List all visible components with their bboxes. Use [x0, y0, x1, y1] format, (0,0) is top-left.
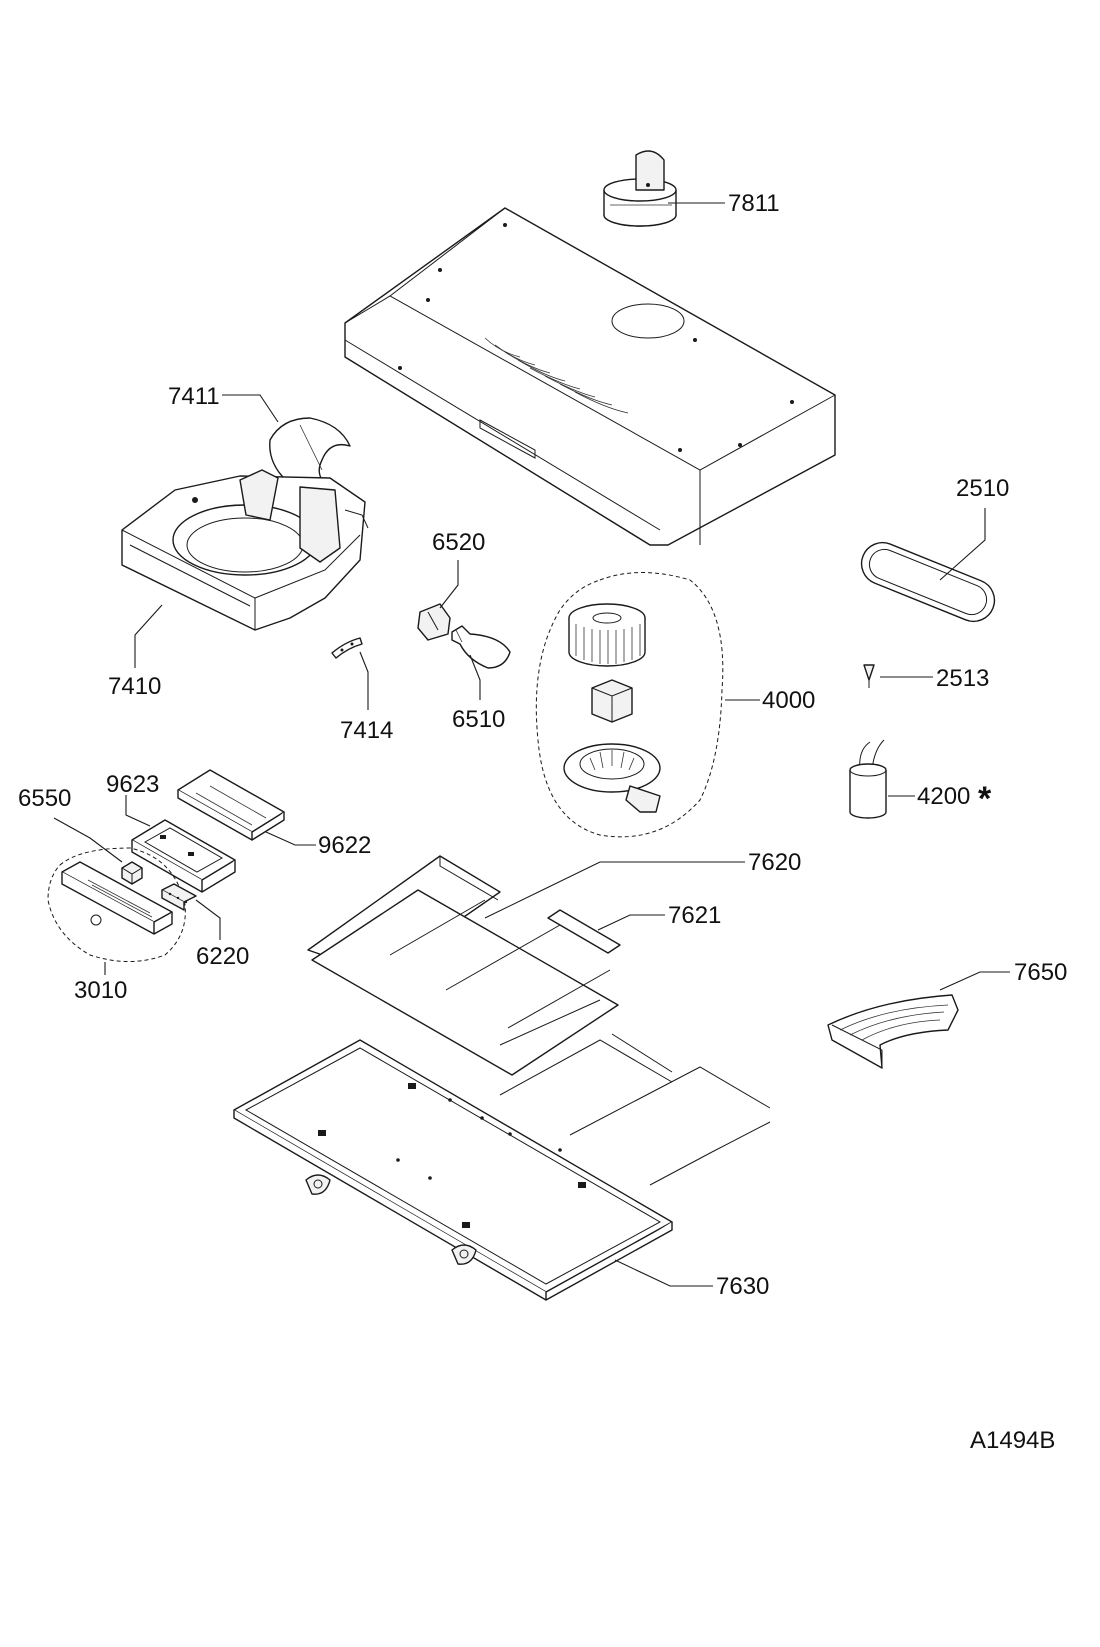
leader-7411 — [222, 394, 279, 423]
callout-6520: 6520 — [432, 529, 485, 556]
callout-9622: 9622 — [318, 832, 371, 859]
leader-9622 — [265, 831, 316, 846]
part-2510-gasket — [860, 541, 996, 623]
part-4200-capacitor — [849, 739, 887, 819]
leader-6220 — [195, 899, 221, 940]
part-2513-screw — [863, 664, 875, 688]
callout-6550: 6550 — [18, 785, 71, 812]
leader-7620 — [484, 861, 745, 919]
part-3010-control-panel — [47, 847, 186, 962]
hood-body — [344, 207, 836, 546]
leader-7650 — [939, 971, 1010, 991]
part-9623-control-box — [131, 819, 236, 893]
part-9622-control-cover — [177, 769, 285, 841]
callout-7650: 7650 — [1014, 959, 1067, 986]
part-6550-switch — [121, 861, 143, 885]
leader-6510 — [469, 654, 481, 700]
callout-2510: 2510 — [956, 475, 1009, 502]
leader-7410 — [134, 604, 163, 668]
service-note-asterisk: * — [978, 780, 992, 818]
part-6510-light-bulb — [451, 625, 511, 669]
drawing-reference-code: A1494B — [970, 1427, 1055, 1454]
part-7630-bottom-panel — [233, 1039, 673, 1301]
part-7811-damper-collar — [603, 150, 677, 227]
part-7650-duct-diverter — [827, 994, 959, 1069]
callout-4000: 4000 — [762, 687, 815, 714]
part-4000-motor-assembly — [535, 572, 724, 838]
callout-4200: 4200 — [917, 783, 970, 810]
part-6220-terminal-block — [161, 883, 197, 911]
part-7410-fan-housing — [121, 469, 369, 631]
callout-7621: 7621 — [668, 902, 721, 929]
callout-6220: 6220 — [196, 943, 249, 970]
callout-7811: 7811 — [728, 190, 780, 217]
leader-6550 — [53, 817, 123, 863]
callout-7630: 7630 — [716, 1273, 769, 1300]
leader-9623 — [125, 795, 151, 827]
callout-7410: 7410 — [108, 673, 161, 700]
part-7620-grease-filter — [307, 855, 619, 1076]
leader-7414 — [359, 651, 369, 710]
part-6520-lamp-holder — [417, 603, 451, 641]
callout-3010: 3010 — [74, 977, 127, 1004]
leader-7630 — [614, 1259, 713, 1287]
leader-2510 — [939, 508, 986, 581]
leader-7621 — [597, 914, 665, 931]
callout-2513: 2513 — [936, 665, 989, 692]
callout-9623: 9623 — [106, 771, 159, 798]
leader-6520 — [439, 560, 459, 609]
part-7411-air-deflector — [269, 417, 351, 493]
part-7621-grease-filter — [499, 909, 771, 1186]
callout-7411: 7411 — [168, 383, 220, 410]
callout-7620: 7620 — [748, 849, 801, 876]
part-7414-clip — [331, 637, 363, 659]
callout-6510: 6510 — [452, 706, 505, 733]
callout-7414: 7414 — [340, 717, 393, 744]
